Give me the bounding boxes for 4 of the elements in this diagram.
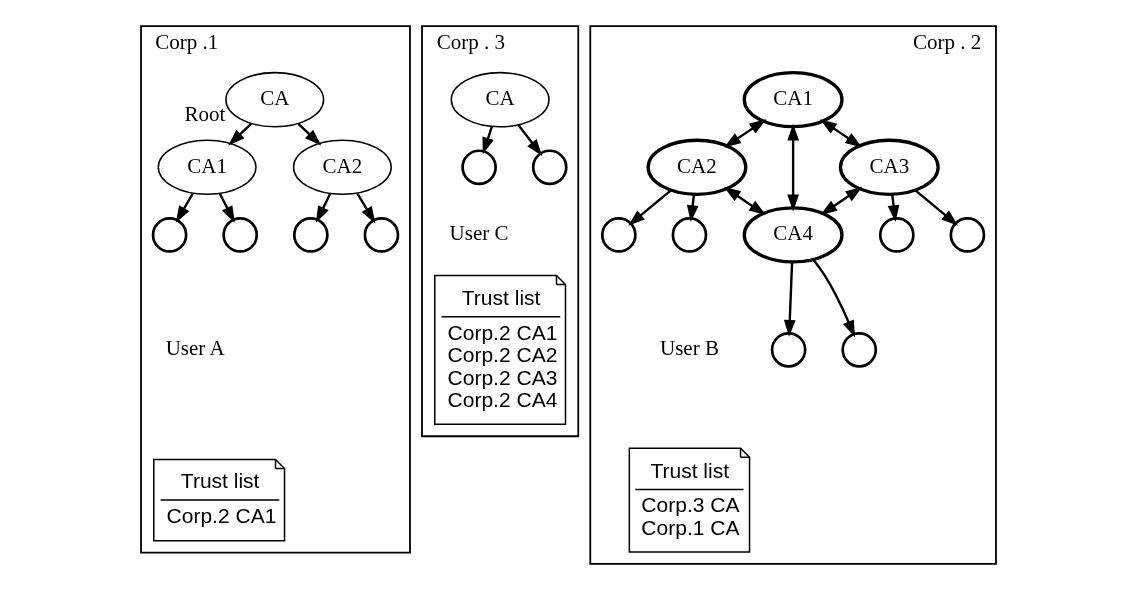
node-label: User C bbox=[449, 221, 509, 246]
node-label: Root bbox=[184, 102, 226, 127]
node-label: User A bbox=[165, 336, 225, 361]
node-label: User B bbox=[659, 336, 719, 361]
